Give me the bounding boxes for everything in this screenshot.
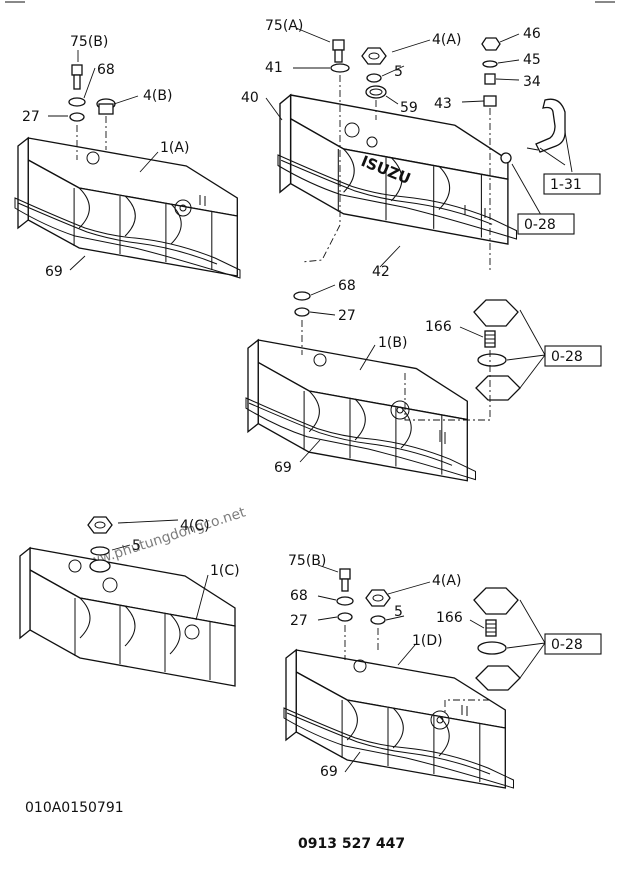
label-4a-b: 4(A) (432, 32, 461, 48)
label-40-b: 40 (241, 90, 259, 106)
label-69-b: 69 (274, 460, 292, 476)
label-4b-a: 4(B) (143, 88, 172, 104)
valve-cover-assembly-a (14, 64, 241, 279)
ref-box-0-28-lower (544, 633, 602, 655)
label-68-b: 68 (338, 278, 356, 294)
label-27-b: 27 (338, 308, 356, 324)
ref-box-0-28-middle (544, 345, 602, 367)
label-34-b: 34 (523, 74, 541, 90)
label-1a-a: 1(A) (160, 140, 189, 156)
label-4a-d: 4(A) (432, 573, 461, 589)
label-42-b: 42 (372, 264, 390, 280)
label-46-b: 46 (523, 26, 541, 42)
phone-number: 0913 527 447 (298, 836, 405, 852)
label-43-b: 43 (434, 96, 452, 112)
ref-box-1-31 (543, 173, 601, 195)
label-166-d: 166 (436, 610, 463, 626)
label-68-a: 68 (97, 62, 115, 78)
label-27-d: 27 (290, 613, 308, 629)
label-166-b: 166 (425, 319, 452, 335)
label-59-b: 59 (400, 100, 418, 116)
label-75a-b: 75(A) (265, 18, 303, 34)
label-27-a: 27 (22, 109, 40, 125)
label-69-d: 69 (320, 764, 338, 780)
label-4c-c: 4(C) (180, 518, 210, 534)
label-75b-d: 75(B) (288, 553, 326, 569)
label-0-28-d: 0-28 (551, 637, 583, 653)
ref-box-0-28-upper (517, 213, 575, 235)
valve-cover-assembly-c (19, 516, 236, 687)
label-41-b: 41 (265, 60, 283, 76)
label-75b-a: 75(B) (70, 34, 108, 50)
label-68-d: 68 (290, 588, 308, 604)
label-5-c: 5 (132, 538, 141, 554)
label-1-31-b: 1-31 (550, 177, 582, 193)
label-0-28-middle: 0-28 (551, 349, 583, 365)
valve-cover-assembly-b-lower (245, 291, 521, 482)
label-69-a: 69 (45, 264, 63, 280)
drawing-code: 010A0150791 (25, 800, 124, 816)
label-1d-d: 1(D) (412, 633, 443, 649)
valve-cover-assembly-d (283, 568, 521, 789)
label-1c-c: 1(C) (210, 563, 240, 579)
label-0-28-b: 0-28 (524, 217, 556, 233)
label-5-b: 5 (394, 64, 403, 80)
label-5-d: 5 (394, 604, 403, 620)
label-1b-b: 1(B) (378, 335, 407, 351)
label-45-b: 45 (523, 52, 541, 68)
valve-cover-assembly-b-upper: ISUZU (277, 37, 566, 270)
